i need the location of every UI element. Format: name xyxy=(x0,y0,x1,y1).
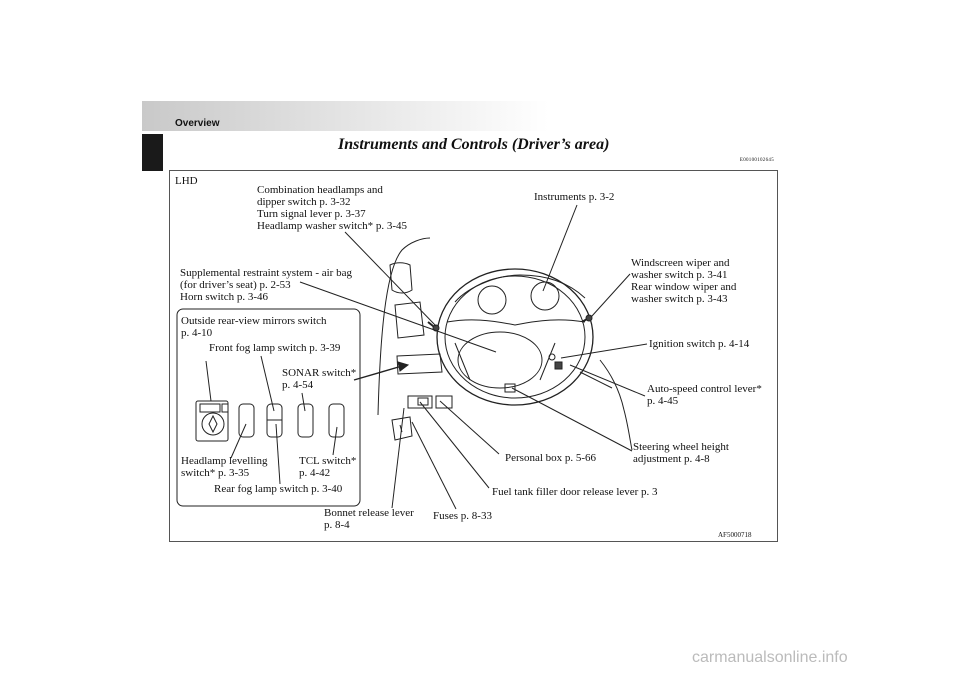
leader-instruments xyxy=(542,204,578,292)
switch-inset-box xyxy=(176,308,361,507)
leader-steering-height xyxy=(511,387,633,452)
mirror-switch-body xyxy=(195,400,229,442)
leader-fuses xyxy=(411,421,457,510)
fuse-cover xyxy=(407,395,433,409)
label-headlamp-levelling: Headlamp levelling switch* p. 3-35 xyxy=(181,455,268,479)
label-sonar: SONAR switch* p. 4-54 xyxy=(282,367,357,391)
leader-ignition xyxy=(560,343,648,359)
leader-tcl xyxy=(332,426,338,456)
label-wiper: Windscreen wiper and washer switch p. 3-… xyxy=(631,257,737,305)
leader-levelling xyxy=(230,423,247,459)
steering-hub xyxy=(457,331,543,389)
header-bar xyxy=(142,101,549,131)
leader-mirrors xyxy=(205,360,212,402)
mirror-switch-selector xyxy=(199,403,221,413)
levelling-switch xyxy=(238,403,255,438)
label-ignition: Ignition switch p. 4-14 xyxy=(649,338,750,350)
dash-right-edge xyxy=(599,359,633,451)
personal-box xyxy=(435,395,453,409)
left-vent-top xyxy=(389,262,413,294)
label-combination: Combination headlamps and dipper switch … xyxy=(257,184,407,232)
tcl-switch xyxy=(328,403,345,438)
inset-pointer-arrow xyxy=(353,365,403,381)
auto-speed-lever xyxy=(554,361,563,370)
label-steering-height: Steering wheel height adjustment p. 4-8 xyxy=(633,441,729,465)
leader-sonar xyxy=(301,392,306,412)
watermark: carmanualsonline.info xyxy=(692,649,848,666)
light-switch-panel xyxy=(396,353,443,375)
left-spoke xyxy=(454,342,471,381)
dash-left-edge xyxy=(377,237,431,416)
label-auto-speed: Auto-speed control lever* p. 4-45 xyxy=(647,383,762,407)
label-front-fog: Front fog lamp switch p. 3-39 xyxy=(209,342,341,354)
label-srs: Supplemental restraint system - air bag … xyxy=(180,267,352,303)
lever-tip-right xyxy=(585,314,593,322)
wheel-spoke xyxy=(446,319,586,326)
mirror-switch-lr xyxy=(221,403,229,413)
label-instruments: Instruments p. 3-2 xyxy=(534,191,615,203)
wheel-height-lever xyxy=(504,383,516,393)
leader-front-fog xyxy=(260,355,275,412)
figure-frame xyxy=(169,170,778,542)
figure-code: AF5000718 xyxy=(718,531,752,539)
leader-srs xyxy=(299,281,497,353)
fuel-release-lever xyxy=(417,397,429,406)
label-personal-box: Personal box p. 5-66 xyxy=(505,452,597,464)
label-fuel-filler: Fuel tank filler door release lever p. 3 xyxy=(492,486,658,498)
figure-variant: LHD xyxy=(175,175,198,187)
left-vent xyxy=(394,301,425,339)
leader-rear-fog xyxy=(275,423,281,485)
sonar-switch xyxy=(297,403,314,438)
leader-combination xyxy=(344,231,437,327)
steering-wheel-inner xyxy=(444,275,586,399)
mirror-switch-pad xyxy=(201,412,225,436)
right-spoke xyxy=(539,342,556,381)
leader-personal-box xyxy=(439,400,500,455)
bonnet-release-lever xyxy=(391,416,413,441)
leader-fuel xyxy=(419,401,490,489)
inset-pointer-arrowhead xyxy=(397,361,410,372)
label-fuses: Fuses p. 8-33 xyxy=(433,510,492,522)
leader-bonnet xyxy=(391,407,405,509)
mirror-switch-arrows xyxy=(208,414,218,434)
column-cover xyxy=(579,371,613,389)
label-tcl: TCL switch* p. 4-42 xyxy=(299,455,357,479)
ignition-key-slot xyxy=(548,353,556,361)
label-bonnet: Bonnet release lever p. 8-4 xyxy=(324,507,414,531)
cluster-hood xyxy=(454,274,586,303)
leader-auto-speed xyxy=(569,364,646,397)
section-label: Overview xyxy=(175,118,220,129)
steering-wheel-outer xyxy=(436,268,594,406)
label-rear-fog: Rear fog lamp switch p. 3-40 xyxy=(214,483,343,495)
label-mirrors: Outside rear-view mirrors switch p. 4-10 xyxy=(181,315,327,339)
leader-wiper xyxy=(591,273,631,317)
page-title: Instruments and Controls (Driver’s area) xyxy=(338,136,610,153)
speedometer xyxy=(477,285,507,315)
tachometer xyxy=(530,281,560,311)
document-code: E00100102645 xyxy=(739,158,774,163)
section-tab xyxy=(142,134,163,171)
